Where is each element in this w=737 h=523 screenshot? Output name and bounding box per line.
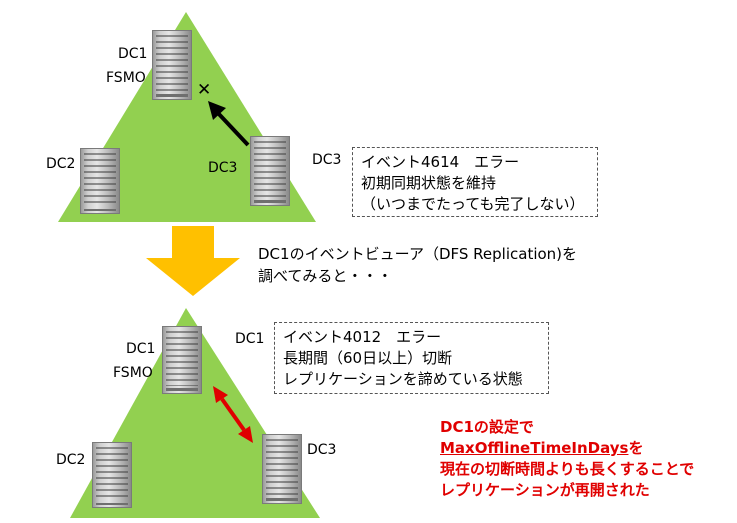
event-viewer-note-line-1: DC1のイベントビューア（DFS Replication)を bbox=[258, 245, 578, 263]
dc2-label-top: DC2 bbox=[46, 156, 76, 172]
blocked-replication-arrow bbox=[215, 110, 250, 147]
event-viewer-note: DC1のイベントビューア（DFS Replication)を 調べてみると・・・ bbox=[258, 243, 577, 287]
dc1-label-side-bottom: DC1 bbox=[235, 331, 265, 347]
dc3-server-bottom bbox=[262, 434, 302, 504]
resolution-note: DC1の設定で MaxOfflineTimeInDaysを 現在の切断時間よりも… bbox=[440, 417, 694, 501]
down-arrow bbox=[146, 226, 240, 296]
event-4614-line-2: 初期同期状態を維持 bbox=[361, 174, 497, 192]
event-4012-line-3: レプリケーションを諦めている状態 bbox=[283, 370, 523, 388]
dc3-server-top bbox=[250, 136, 290, 206]
replication-restored-arrow bbox=[220, 397, 246, 432]
event-4614-line-1: イベント4614 エラー bbox=[361, 153, 520, 171]
dc3-label-bottom: DC3 bbox=[307, 442, 337, 458]
dc3-label-near-server: DC3 bbox=[208, 160, 238, 176]
bottom-network-triangle bbox=[70, 308, 320, 518]
resolution-line-2-suffix: を bbox=[628, 439, 644, 457]
event-4012-box: イベント4012 エラー 長期間（60日以上）切断 レプリケーションを諦めている… bbox=[274, 322, 549, 394]
event-4614-line-3: （いつまでたっても完了しない） bbox=[361, 195, 585, 213]
dc3-label-side: DC3 bbox=[312, 152, 342, 168]
replication-arrowhead-down bbox=[238, 426, 253, 443]
event-4012-line-2: 長期間（60日以上）切断 bbox=[283, 349, 453, 367]
resolution-line-1: DC1の設定で bbox=[440, 418, 534, 436]
dc1-label-top: DC1 bbox=[118, 46, 148, 62]
resolution-line-3: 現在の切断時間よりも長くすることで bbox=[440, 460, 695, 478]
blocked-replication-arrowhead bbox=[208, 101, 226, 120]
fsmo-label-bottom: FSMO bbox=[113, 365, 153, 381]
fsmo-label-top: FSMO bbox=[106, 70, 146, 86]
resolution-line-4: レプリケーションが再開された bbox=[440, 481, 650, 499]
dc2-server-bottom bbox=[92, 442, 132, 508]
dc2-server-top bbox=[80, 148, 120, 214]
resolution-line-2: MaxOfflineTimeInDaysを bbox=[440, 438, 694, 459]
dc2-label-bottom: DC2 bbox=[56, 452, 86, 468]
blocked-mark-icon: ✕ bbox=[197, 80, 212, 100]
event-viewer-note-line-2: 調べてみると・・・ bbox=[258, 267, 393, 285]
dc1-server-bottom bbox=[162, 326, 202, 394]
dc1-label-bottom: DC1 bbox=[126, 341, 156, 357]
event-4614-box: イベント4614 エラー 初期同期状態を維持 （いつまでたっても完了しない） bbox=[352, 147, 598, 217]
event-4012-line-1: イベント4012 エラー bbox=[283, 328, 442, 346]
max-offline-param: MaxOfflineTimeInDays bbox=[440, 439, 629, 457]
replication-arrowhead-up bbox=[213, 386, 228, 403]
dc1-server-top bbox=[152, 30, 192, 100]
